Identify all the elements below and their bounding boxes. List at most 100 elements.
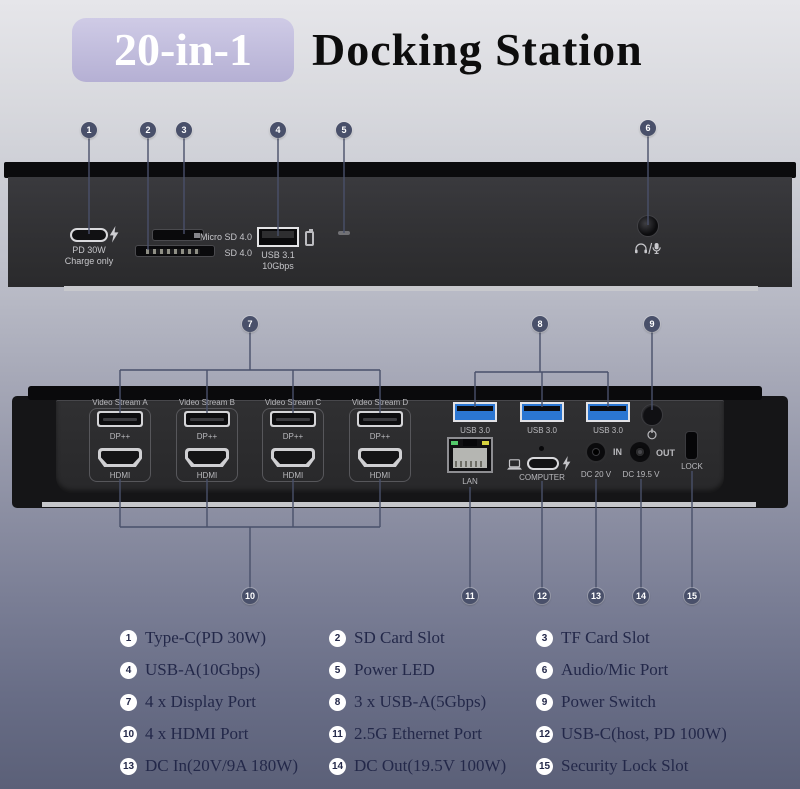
rear-bottom-edge (42, 502, 756, 507)
sd-card-pins (146, 249, 200, 254)
audio-jack-port (637, 215, 659, 237)
legend-item: 15 Security Lock Slot (536, 757, 688, 775)
legend-item: 8 3 x USB-A(5Gbps) (329, 693, 486, 711)
pd-port-label: PD 30W Charge only (44, 245, 134, 267)
usb-a-label: USB 3.1 10Gbps (248, 250, 308, 272)
hdmi-label: HDMI (282, 471, 304, 480)
legend-item: 4 USB-A(10Gbps) (120, 661, 260, 679)
pd-label-line1: PD 30W (72, 245, 106, 255)
sd-label: SD 4.0 (224, 248, 252, 258)
video-group-label: Video Stream D (351, 398, 409, 407)
page-title: Docking Station (312, 24, 643, 75)
dp-label: DP++ (109, 432, 131, 441)
legend-num: 4 (120, 661, 137, 679)
dc-out-label: DC 19.5 V (622, 470, 660, 479)
legend-num: 7 (120, 693, 137, 711)
legend-num: 13 (120, 757, 137, 775)
front-bottom-edge (64, 286, 758, 291)
legend-label: 4 x Display Port (145, 692, 256, 711)
legend-item: 11 2.5G Ethernet Port (329, 725, 482, 743)
title-badge: 20-in-1 (72, 18, 294, 82)
lightning-icon (562, 456, 571, 471)
legend-item: 1 Type-C(PD 30W) (120, 629, 266, 647)
hdmi-port (358, 448, 402, 467)
video-group-label: Video Stream A (92, 398, 148, 407)
legend-label: DC Out(19.5V 100W) (354, 756, 507, 775)
security-lock-slot (686, 432, 697, 459)
legend-num: 15 (536, 757, 553, 775)
usb3-port (520, 402, 564, 422)
legend-item: 13 DC In(20V/9A 180W) (120, 757, 298, 775)
legend-label: Security Lock Slot (561, 756, 689, 775)
legend-item: 12 USB-C(host, PD 100W) (536, 725, 727, 743)
front-top-edge (4, 162, 796, 178)
video-group-label: Video Stream C (264, 398, 322, 407)
legend-item: 7 4 x Display Port (120, 693, 256, 711)
laptop-icon (507, 459, 522, 470)
legend-label: USB-A(10Gbps) (145, 660, 261, 679)
legend-item: 6 Audio/Mic Port (536, 661, 668, 679)
legend-num: 10 (120, 725, 137, 743)
callout-13: 13 (588, 588, 604, 604)
legend-item: 9 Power Switch (536, 693, 656, 711)
legend-num: 14 (329, 757, 346, 775)
hdmi-port (185, 448, 229, 467)
legend-num: 8 (329, 693, 346, 711)
legend-item: 5 Power LED (329, 661, 435, 679)
legend-label: 4 x HDMI Port (145, 724, 249, 743)
lock-label: LOCK (681, 462, 703, 471)
battery-icon (305, 229, 314, 246)
usb-c-host-port (527, 457, 559, 470)
displayport-port (357, 411, 403, 427)
front-body (8, 177, 792, 287)
legend-label: Audio/Mic Port (561, 660, 669, 679)
lan-label: LAN (462, 477, 478, 486)
callout-3: 3 (176, 122, 192, 138)
lan-led-green (451, 441, 458, 445)
legend-num: 6 (536, 661, 553, 679)
video-group-label: Video Stream B (179, 398, 235, 407)
dp-label: DP++ (196, 432, 218, 441)
displayport-port (97, 411, 143, 427)
lan-led-yellow (482, 441, 489, 445)
usb3-label: USB 3.0 (527, 426, 557, 435)
dp-label: DP++ (369, 432, 391, 441)
legend-label: 3 x USB-A(5Gbps) (354, 692, 487, 711)
callout-7: 7 (242, 316, 258, 332)
dc-in-label: DC 20 V (580, 470, 612, 479)
usb3-port (586, 402, 630, 422)
pd-label-line2: Charge only (64, 256, 114, 266)
legend-item: 10 4 x HDMI Port (120, 725, 248, 743)
callout-4: 4 (270, 122, 286, 138)
legend-label: 2.5G Ethernet Port (354, 724, 482, 743)
legend-item: 2 SD Card Slot (329, 629, 445, 647)
computer-label: COMPUTER (519, 473, 565, 482)
usb-a-label-line1: USB 3.1 (261, 250, 295, 260)
callout-12: 12 (534, 588, 550, 604)
callout-6: 6 (640, 120, 656, 136)
micro-sd-card-edge (194, 233, 200, 238)
dc-in-direction: IN (613, 447, 622, 457)
hdmi-label: HDMI (196, 471, 218, 480)
headphone-mic-icon (635, 242, 661, 255)
hdmi-label: HDMI (109, 471, 131, 480)
callout-9: 9 (644, 316, 660, 332)
legend-label: SD Card Slot (354, 628, 445, 647)
legend-num: 2 (329, 629, 346, 647)
legend-label: TF Card Slot (561, 628, 650, 647)
callout-14: 14 (633, 588, 649, 604)
legend-label: Power LED (354, 660, 435, 679)
sd-slot (135, 245, 215, 257)
legend-item: 14 DC Out(19.5V 100W) (329, 757, 506, 775)
legend-label: Power Switch (561, 692, 656, 711)
callout-1: 1 (81, 122, 97, 138)
displayport-port (184, 411, 230, 427)
usb3-port (453, 402, 497, 422)
hdmi-port (271, 448, 315, 467)
usb-c-pd-port (70, 228, 108, 242)
legend-num: 5 (329, 661, 346, 679)
legend-item: 3 TF Card Slot (536, 629, 650, 647)
dc-in-jack (585, 441, 607, 463)
usb-a-10gbps-port (257, 227, 299, 247)
